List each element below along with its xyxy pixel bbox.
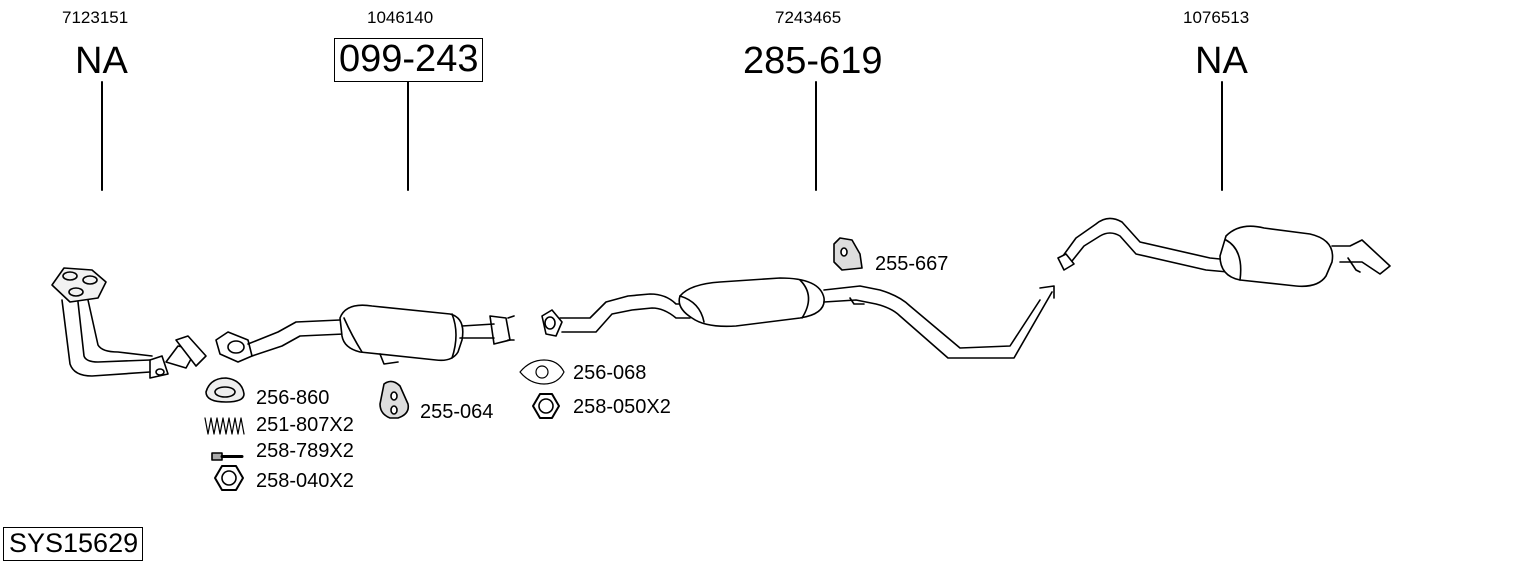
- part-number-4: NA: [1195, 40, 1248, 82]
- part-number-3: 285-619: [743, 40, 883, 82]
- rear-muffler: [1057, 217, 1391, 288]
- rubber-mount-icon: [379, 380, 410, 419]
- label-nut-mid: 258-050X2: [573, 396, 671, 418]
- middle-muffler-section: [541, 277, 1055, 359]
- nut-icon-mid: [532, 393, 560, 419]
- bolt-icon: [211, 452, 244, 461]
- catalytic-converter: [215, 304, 515, 365]
- label-bolt: 258-789X2: [256, 440, 354, 462]
- label-rubber-mount-mid: 255-667: [875, 253, 949, 275]
- rubber-hanger-icon: [833, 237, 863, 271]
- label-spring: 251-807X2: [256, 414, 354, 436]
- nut-icon: [214, 465, 244, 491]
- system-code: SYS15629: [3, 527, 144, 562]
- label-rubber-mount-cat: 255-064: [420, 401, 494, 423]
- label-gasket-ring: 256-860: [256, 387, 330, 409]
- label-nut-front: 258-040X2: [256, 470, 354, 492]
- part-number-1: NA: [75, 40, 128, 82]
- gasket-ring-icon: [205, 377, 245, 403]
- oem-number-1: 7123151: [62, 8, 129, 27]
- oem-number-3: 7243465: [775, 8, 842, 27]
- spring-icon: [204, 417, 245, 435]
- oem-number-2: 1046140: [367, 8, 434, 27]
- front-downpipe: [51, 267, 207, 379]
- part-number-2: 099-243: [334, 38, 484, 82]
- leader-lines: [101, 81, 1223, 191]
- oem-number-4: 1076513: [1183, 8, 1250, 27]
- flange-gasket-icon: [519, 359, 565, 385]
- label-flange-gasket: 256-068: [573, 362, 647, 384]
